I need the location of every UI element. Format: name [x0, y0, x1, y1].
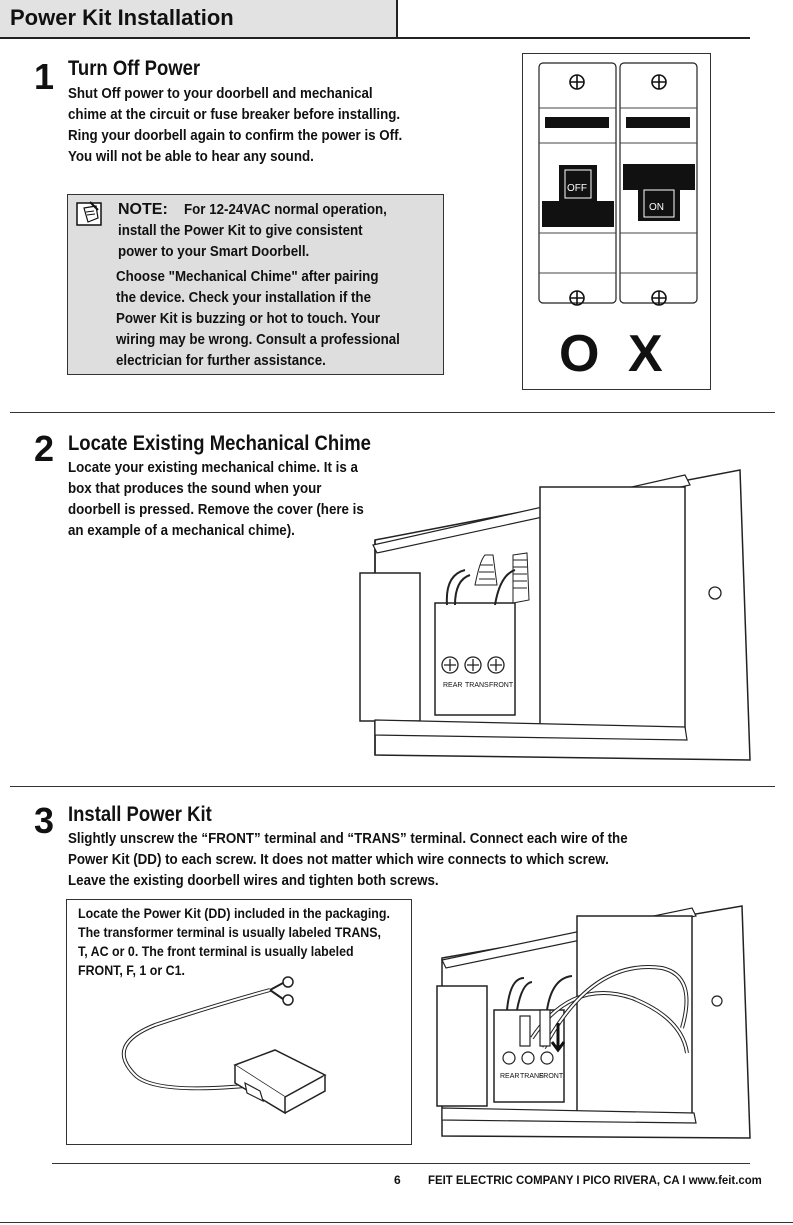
terminal-trans-label: TRANS [520, 1073, 544, 1080]
note-box [67, 194, 444, 375]
footer-rule [52, 1163, 750, 1164]
step-3-title: Install Power Kit [68, 803, 212, 826]
terminal-rear-label: REAR [500, 1073, 519, 1080]
step-2-body: Locate your existing mechanical chime. I… [68, 460, 364, 539]
power-kit-box [66, 899, 412, 1145]
off-label: OFF [567, 183, 587, 194]
page-number: 6 [394, 1173, 401, 1187]
note-label: NOTE: [118, 201, 168, 218]
correct-mark: O [559, 325, 599, 383]
step-1-number: 1 [34, 56, 55, 97]
step-1-title: Turn Off Power [68, 57, 201, 80]
note-icon [76, 201, 102, 226]
power-kit-text: Locate the Power Kit (DD) included in th… [78, 906, 390, 978]
terminal-trans-label: TRANS [465, 682, 489, 689]
breaker-figure: OFF ON O X [538, 62, 698, 383]
bottom-rule [0, 1222, 793, 1223]
power-kit-icon [121, 976, 327, 1115]
step-1-body: Shut Off power to your doorbell and mech… [68, 86, 403, 165]
chime-wiring-illustration: REAR TRANS FRONT [436, 905, 751, 1139]
on-label: ON [649, 202, 664, 213]
chime-illustration: REAR TRANS FRONT [359, 469, 751, 761]
page-title: Power Kit Installation [10, 5, 234, 30]
terminal-rear-label: REAR [443, 682, 462, 689]
step-2-number: 2 [34, 428, 55, 469]
section-divider [10, 786, 775, 787]
step-3-number: 3 [34, 800, 55, 841]
header-rule [0, 37, 750, 39]
note-line-2: install the Power Kit to give consistent… [118, 223, 363, 260]
step-2-title: Locate Existing Mechanical Chime [68, 432, 371, 455]
footer-company: FEIT ELECTRIC COMPANY I PICO RIVERA, CA … [428, 1173, 762, 1187]
terminal-front-label: FRONT [489, 682, 514, 689]
header-tab [0, 0, 398, 37]
incorrect-mark: X [628, 325, 663, 383]
note-line-1: For 12-24VAC normal operation, [184, 202, 387, 218]
section-divider [10, 412, 775, 413]
step-3-body: Slightly unscrew the “FRONT” terminal an… [68, 831, 628, 889]
terminal-front-label: FRONT [539, 1073, 564, 1080]
note-body: Choose "Mechanical Chime" after pairing … [116, 269, 400, 369]
